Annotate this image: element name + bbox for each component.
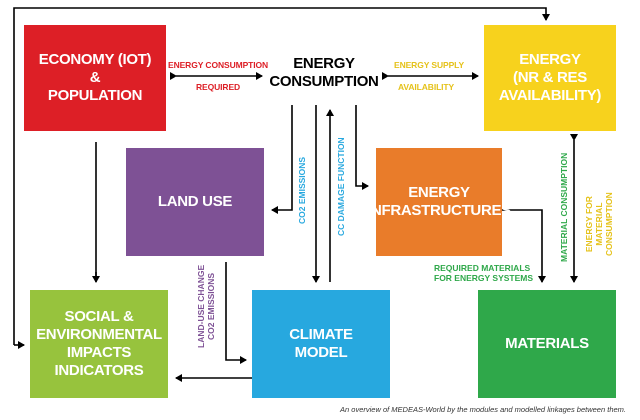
energy-consumption-module: ENERGY CONSUMPTION (269, 55, 379, 90)
climate-model-module: CLIMATE MODEL (252, 290, 390, 398)
link-label-land-use-change: LAND-USE CHANGE CO2 EMISSIONS (196, 264, 216, 348)
arrow-consumption-landuse (271, 105, 293, 214)
economy-label: ECONOMY (IOT) & POPULATION (38, 51, 152, 104)
materials-label: MATERIALS (505, 335, 589, 352)
land-use-module: LAND USE (126, 148, 264, 256)
arrow-infra-materials (502, 209, 546, 283)
link-label-required: REQUIRED (196, 82, 241, 92)
infrastructures-label: ENERGY INFRASTRUCTURES (367, 184, 511, 219)
land-use-label: LAND USE (157, 193, 233, 210)
link-label-co2-emissions: CO2 EMISSIONS (297, 156, 307, 224)
climate-label: CLIMATE MODEL (289, 326, 353, 361)
energy-label: ENERGY (NR & RES AVAILABILITY) (498, 51, 602, 104)
figure-caption: An overview of MEDEAS-World by the modul… (340, 405, 626, 414)
link-label-availability: AVAILABILITY (398, 82, 455, 92)
link-label-energy-for-material: ENERGY FOR MATERIAL CONSUMPTION (584, 192, 614, 256)
energy-infrastructures-module: ENERGY INFRASTRUCTURES (367, 148, 511, 256)
arrow-consumption-infra (355, 105, 369, 190)
link-label-cc-damage-function: CC DAMAGE FUNCTION (336, 137, 346, 236)
link-label-energy-consumption: ENERGY CONSUMPTION (168, 60, 269, 70)
arrow-top-loop (13, 7, 550, 345)
economy-population-module: ECONOMY (IOT) & POPULATION (24, 25, 166, 131)
social-label: SOCIAL & ENVIRONMENTAL IMPACTS INDICATOR… (36, 308, 162, 379)
link-label-material-consumption: MATERIAL CONSUMPTION (559, 152, 569, 262)
social-impacts-module: SOCIAL & ENVIRONMENTAL IMPACTS INDICATOR… (30, 290, 168, 398)
materials-module: MATERIALS (478, 290, 616, 398)
link-label-required-materials: REQUIRED MATERIALS FOR ENERGY SYSTEMS (434, 263, 534, 283)
energy-availability-module: ENERGY (NR & RES AVAILABILITY) (484, 25, 616, 131)
link-label-energy-supply: ENERGY SUPPLY (394, 60, 465, 70)
arrow-landuse-climate (225, 262, 247, 364)
